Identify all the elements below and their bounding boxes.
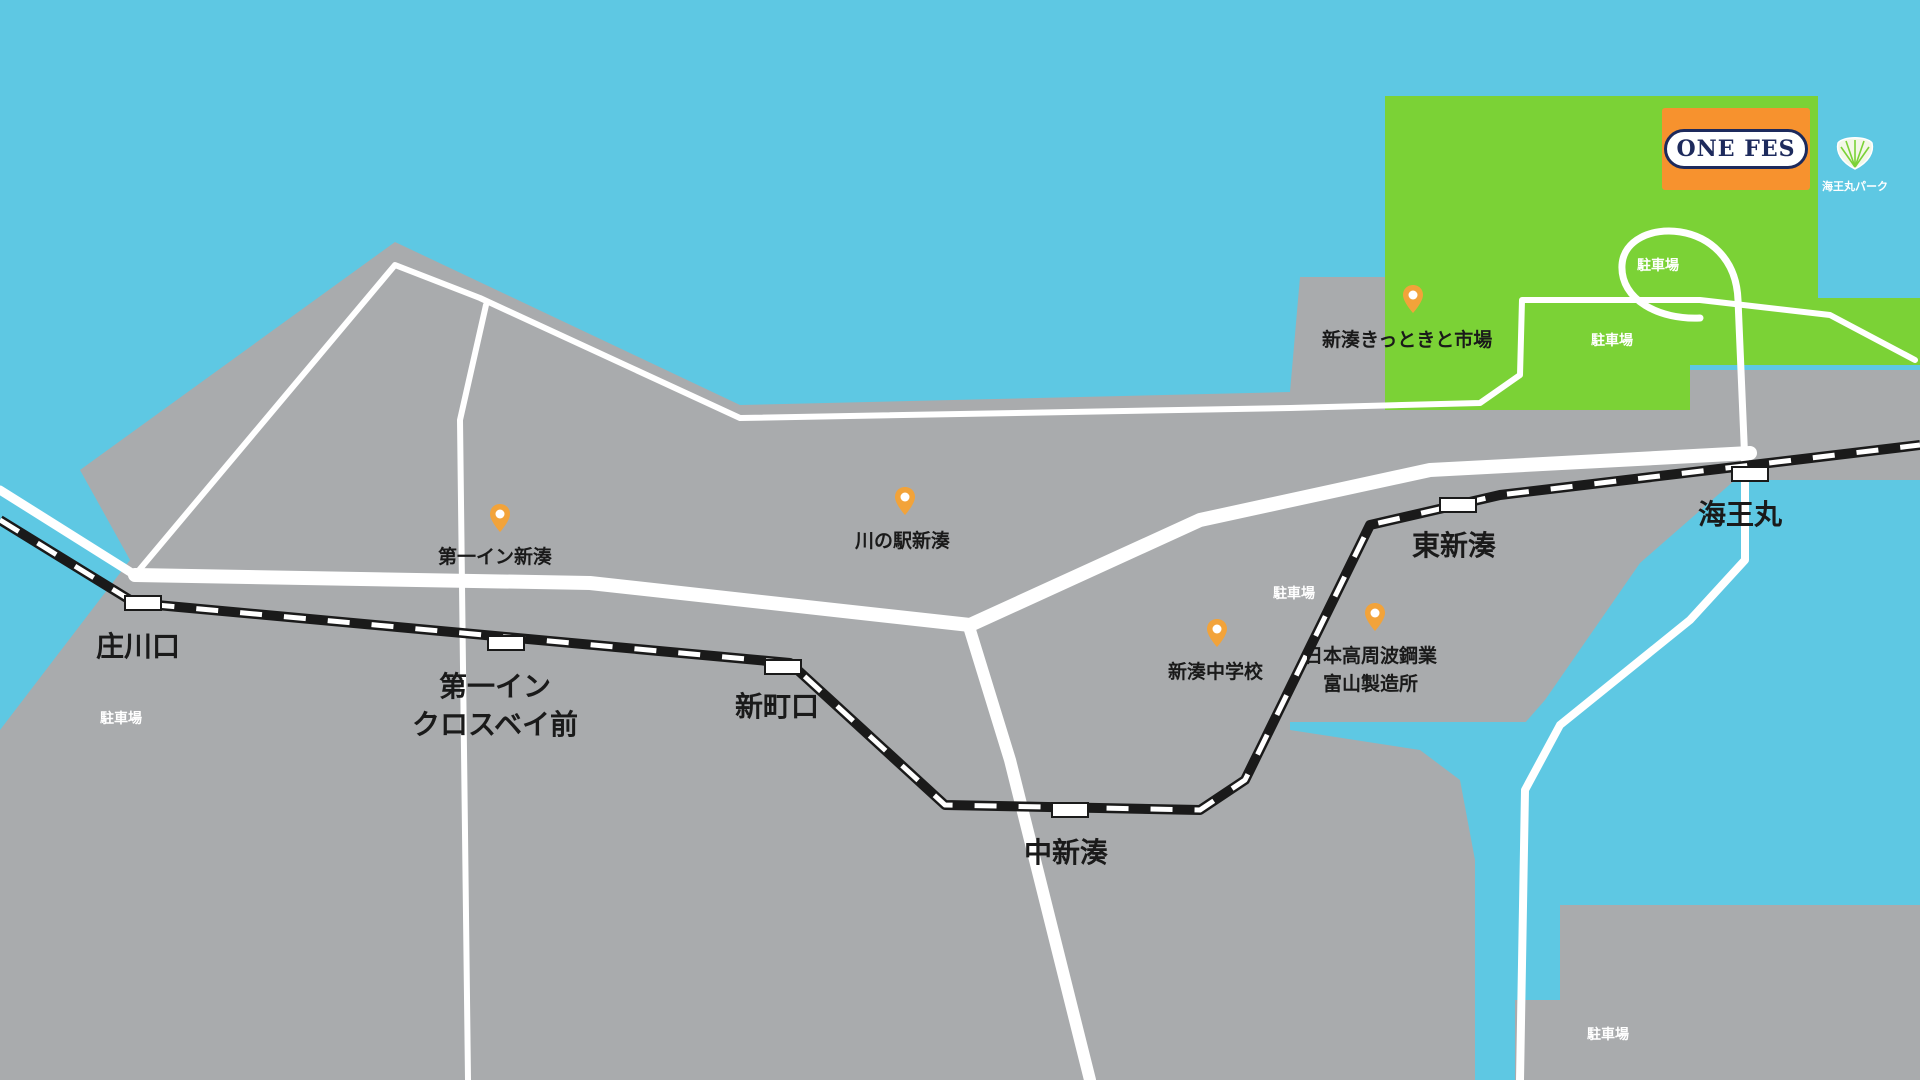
station-box-daiichi xyxy=(487,635,525,651)
kaiwomaru-park-logo[interactable]: 海王丸パーク xyxy=(1810,132,1900,194)
parking-marker[interactable]: 駐車場 xyxy=(100,711,142,727)
road-north-loop xyxy=(132,262,1918,578)
road-main xyxy=(128,446,1757,632)
place-label-kittokito: 新湊きっときと市場 xyxy=(1322,329,1493,351)
station-box-nakashinminato xyxy=(1051,802,1089,818)
parking-marker[interactable]: 駐車場 xyxy=(1273,586,1315,602)
park-name: 海王丸パーク xyxy=(1822,180,1888,193)
label-line: クロスベイ前 xyxy=(412,708,579,741)
road-n-s-1 xyxy=(457,302,489,1080)
place-label-daiichi-hotel: 第一イン新湊 xyxy=(438,546,553,568)
parking-marker[interactable]: 駐車場 xyxy=(1591,333,1633,349)
map-pin-icon[interactable] xyxy=(894,486,916,516)
map-pin-icon[interactable] xyxy=(1402,284,1424,314)
road-loop-kaiwomaru xyxy=(1618,227,1749,469)
station-label-kaiwomaru: 海王丸 xyxy=(1698,498,1783,531)
place-label-kawanoeki: 川の駅新湊 xyxy=(855,530,951,552)
station-label-shokawaguchi: 庄川口 xyxy=(96,630,181,663)
east-pier xyxy=(1515,905,1920,1080)
station-box-kaiwomaru xyxy=(1731,466,1769,482)
map-pin-icon[interactable] xyxy=(489,503,511,533)
onefes-logo[interactable]: ONE FES xyxy=(1662,108,1810,190)
parking-marker[interactable]: 駐車場 xyxy=(1587,1027,1629,1043)
station-box-shokawaguchi xyxy=(124,595,162,611)
land xyxy=(0,242,1920,1080)
label-line: 日本高周波鋼業 xyxy=(1304,645,1438,667)
shell-icon xyxy=(1836,137,1874,170)
road-coast-west xyxy=(0,485,140,580)
road-harbor xyxy=(1516,456,1749,1080)
place-label-factory: 日本高周波鋼業富山製造所 xyxy=(1304,642,1437,698)
label-line: 第一イン xyxy=(439,670,552,703)
place-label-line: 日本高周波鋼業富山製造所 xyxy=(1304,642,1437,698)
inner-harbor xyxy=(1290,722,1560,1080)
station-markers xyxy=(124,466,1769,818)
onefes-logo-text: ONE FES xyxy=(1663,129,1809,169)
station-label-nakashinminato: 中新湊 xyxy=(1024,836,1109,869)
station-label-daiichi-in: 第一インクロスベイ前 xyxy=(412,668,578,744)
station-label-line: 第一インクロスベイ前 xyxy=(412,668,578,744)
place-label-school: 新湊中学校 xyxy=(1168,661,1264,683)
station-label-higashishinminato: 東新湊 xyxy=(1412,529,1497,562)
station-box-shinmachiguchi xyxy=(764,659,802,675)
parking-marker[interactable]: 駐車場 xyxy=(1637,258,1679,274)
road-n-s-2 xyxy=(964,624,1096,1080)
label-line: 富山製造所 xyxy=(1323,673,1419,695)
map-pin-icon[interactable] xyxy=(1206,618,1228,648)
west-peninsula xyxy=(0,242,1920,1080)
roads xyxy=(0,227,1918,1080)
map-pin-icon[interactable] xyxy=(1364,602,1386,632)
station-label-shinmachiguchi: 新町口 xyxy=(735,690,820,723)
station-box-higashishinminato xyxy=(1439,497,1477,513)
